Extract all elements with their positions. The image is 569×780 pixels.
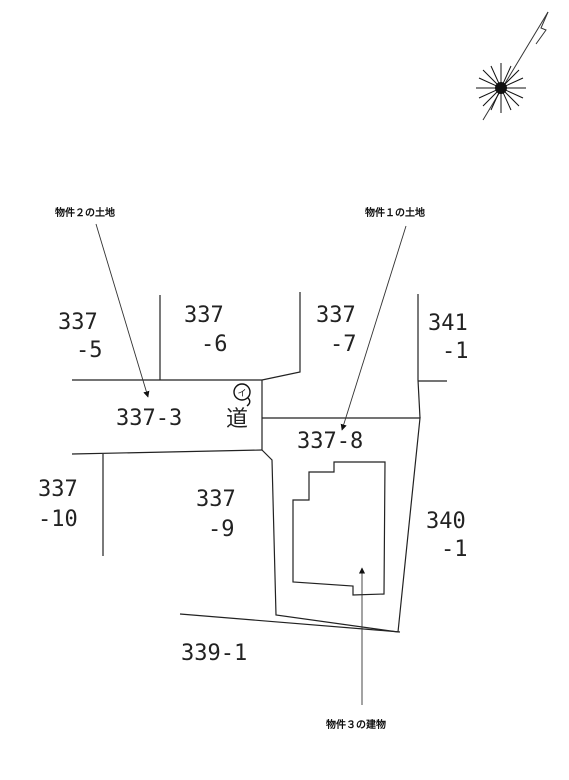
north-arrow-icon (476, 11, 549, 121)
parcel-337-3: 337-3 (116, 406, 182, 431)
parcel-337-8: 337-8 (297, 429, 363, 454)
parcel-337-7-number: 337 (316, 303, 356, 328)
parcel-337-9-number: 337 (196, 487, 236, 512)
marker-i: イ (233, 383, 251, 407)
parcel-337-9-suffix: -9 (208, 517, 235, 542)
parcel-340-1-suffix: -1 (441, 537, 468, 562)
parcel-337-10-number: 337 (38, 477, 78, 502)
parcel-337-5-suffix: -5 (76, 338, 103, 363)
road-label: 道 (226, 407, 248, 432)
parcel-341-1-number: 341 (428, 311, 468, 336)
callout-property3-building: 物件３の建物 (326, 718, 386, 731)
callout-arrow-property1 (340, 225, 407, 431)
callout-property2-land: 物件２の土地 (55, 206, 115, 219)
callout-property1-land: 物件１の土地 (365, 206, 425, 219)
parcel-340-1-number: 340 (426, 509, 466, 534)
parcel-337-6-number: 337 (184, 303, 224, 328)
callout-arrow-property2 (95, 223, 150, 398)
building-footprint (292, 461, 386, 596)
parcel-337-5-number: 337 (58, 310, 98, 335)
parcel-337-10-suffix: -10 (38, 507, 78, 532)
parcel-341-1-suffix: -1 (442, 339, 469, 364)
marker-label: イ (237, 389, 246, 399)
parcel-boundaries (71, 292, 447, 633)
parcel-337-6-suffix: -6 (201, 332, 228, 357)
parcel-339-1: 339-1 (181, 641, 247, 666)
parcel-337-7-suffix: -7 (330, 332, 357, 357)
